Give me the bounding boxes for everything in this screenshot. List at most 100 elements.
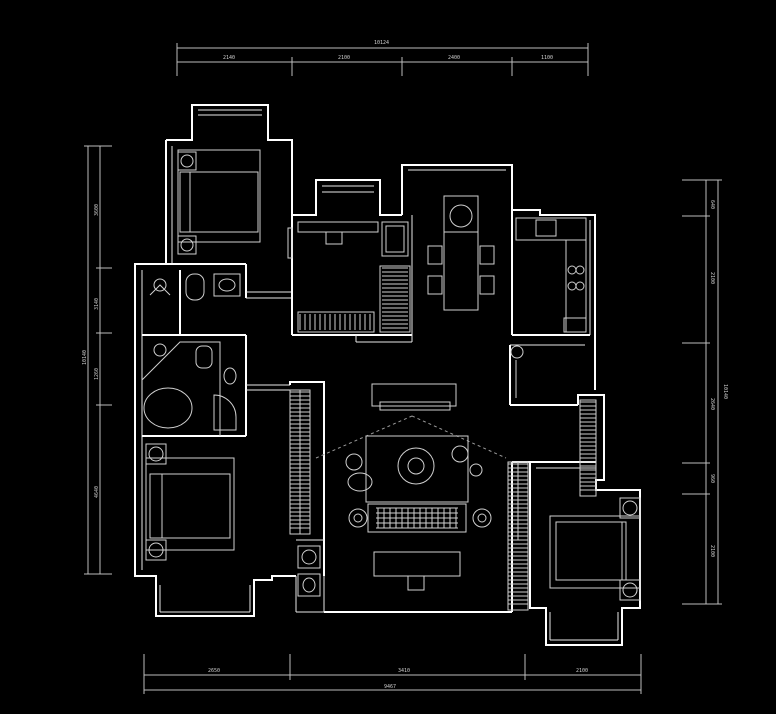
dining-table <box>443 231 479 311</box>
bathroom-lower <box>141 341 237 436</box>
study-room <box>287 221 409 333</box>
bottom-dimension-chain: 2650 3410 2100 9467 <box>143 654 642 694</box>
nightstand <box>145 539 167 561</box>
top-overall-dimension: 10124 <box>374 40 389 46</box>
toilet <box>185 273 205 301</box>
right-dimension-3: 2640 <box>709 398 715 410</box>
bed <box>177 149 261 243</box>
stove-burner-icon <box>567 281 577 291</box>
laundry-area <box>297 545 321 597</box>
stove-burner-icon <box>575 265 585 275</box>
fridge <box>563 317 587 333</box>
dining-chair <box>479 275 495 295</box>
stool <box>407 575 425 591</box>
washbasin <box>223 367 237 385</box>
sideboard <box>379 265 411 333</box>
right-dimension-5: 2100 <box>709 545 715 557</box>
bedroom-right-wardrobes <box>507 399 597 611</box>
right-dimension-chain: 640 2100 2640 960 2100 10140 <box>682 179 728 605</box>
lamp-icon <box>180 238 194 252</box>
top-dimension-3: 2400 <box>448 55 460 61</box>
lamp-icon <box>148 446 164 462</box>
washing-machine <box>297 545 321 569</box>
bathtub <box>143 387 193 429</box>
bed <box>145 457 235 551</box>
left-dimension-2: 3140 <box>94 298 100 310</box>
end-table <box>472 508 492 528</box>
bed-mattress <box>149 473 231 539</box>
top-dimension-chain: 10124 2140 2100 2400 1100 <box>176 40 589 76</box>
tv-unit <box>379 401 451 411</box>
stove-burner-icon <box>567 265 577 275</box>
kitchen <box>510 217 587 398</box>
desk <box>297 221 379 233</box>
bathroom-upper <box>149 273 241 301</box>
shower-icon <box>153 278 167 292</box>
left-dimension-4: 4640 <box>94 486 100 498</box>
side-stool <box>345 453 363 471</box>
tv-cabinet <box>371 383 457 407</box>
carpet-guide-line <box>315 415 413 459</box>
coffee-table <box>397 447 435 485</box>
dining-chair <box>427 275 443 295</box>
plant-icon <box>469 463 483 477</box>
cabinet <box>579 399 597 497</box>
armchair <box>381 221 409 257</box>
washbasin <box>213 273 241 297</box>
laundry-sink <box>297 573 321 597</box>
bedroom-bottom-right <box>549 497 641 601</box>
lamp-icon <box>180 154 194 168</box>
kitchen-counter-top <box>515 217 587 241</box>
top-dimension-1: 2140 <box>223 55 235 61</box>
toilet <box>195 345 213 369</box>
bed-mattress <box>555 521 627 581</box>
nightstand <box>619 497 641 519</box>
end-table <box>348 508 368 528</box>
nightstand <box>619 579 641 601</box>
bedroom-bottom-left <box>145 443 235 561</box>
top-dimension-4: 1100 <box>541 55 553 61</box>
plant-icon <box>451 445 469 463</box>
living-room <box>315 383 507 591</box>
right-dimension-4: 960 <box>709 474 715 483</box>
bed <box>549 515 641 589</box>
dining-chair <box>427 245 443 265</box>
bottom-dimension-1: 2650 <box>208 668 220 674</box>
chair <box>325 231 343 245</box>
right-dimension-2: 2100 <box>709 272 715 284</box>
bookshelf <box>297 311 375 333</box>
bottom-overall-dimension: 9467 <box>384 684 396 690</box>
bottom-dimension-3: 2100 <box>576 668 588 674</box>
console-table <box>373 551 461 577</box>
dining-area <box>379 195 495 333</box>
right-dimension-1: 640 <box>709 200 715 209</box>
carpet-guide-line <box>411 415 507 459</box>
left-dimension-3: 1260 <box>94 368 100 380</box>
kitchen-sink <box>535 219 557 237</box>
shower-icon <box>153 343 167 357</box>
top-dimension-2: 2100 <box>338 55 350 61</box>
lamp-icon <box>622 582 638 598</box>
round-table <box>449 204 473 228</box>
left-dimension-chain: 10140 3600 3140 1260 4640 <box>82 145 112 575</box>
shower-screen <box>213 394 237 431</box>
corridor-wardrobe <box>289 389 311 535</box>
sofa <box>367 503 467 533</box>
bottom-dimension-2: 3410 <box>398 668 410 674</box>
armchair <box>347 472 373 492</box>
nightstand <box>177 235 197 255</box>
nightstand <box>145 443 167 465</box>
nightstand <box>177 151 197 171</box>
rug <box>365 435 469 503</box>
water-heater-icon <box>510 345 524 359</box>
bed-mattress <box>179 171 259 233</box>
left-overall-dimension: 10140 <box>82 350 88 365</box>
door-frame <box>287 227 293 259</box>
right-overall-dimension: 10140 <box>722 384 728 399</box>
lamp-icon <box>622 500 638 516</box>
lamp-icon <box>148 542 164 558</box>
left-dimension-1: 3600 <box>94 204 100 216</box>
bedroom-top-left <box>177 149 261 255</box>
dining-chair <box>479 245 495 265</box>
